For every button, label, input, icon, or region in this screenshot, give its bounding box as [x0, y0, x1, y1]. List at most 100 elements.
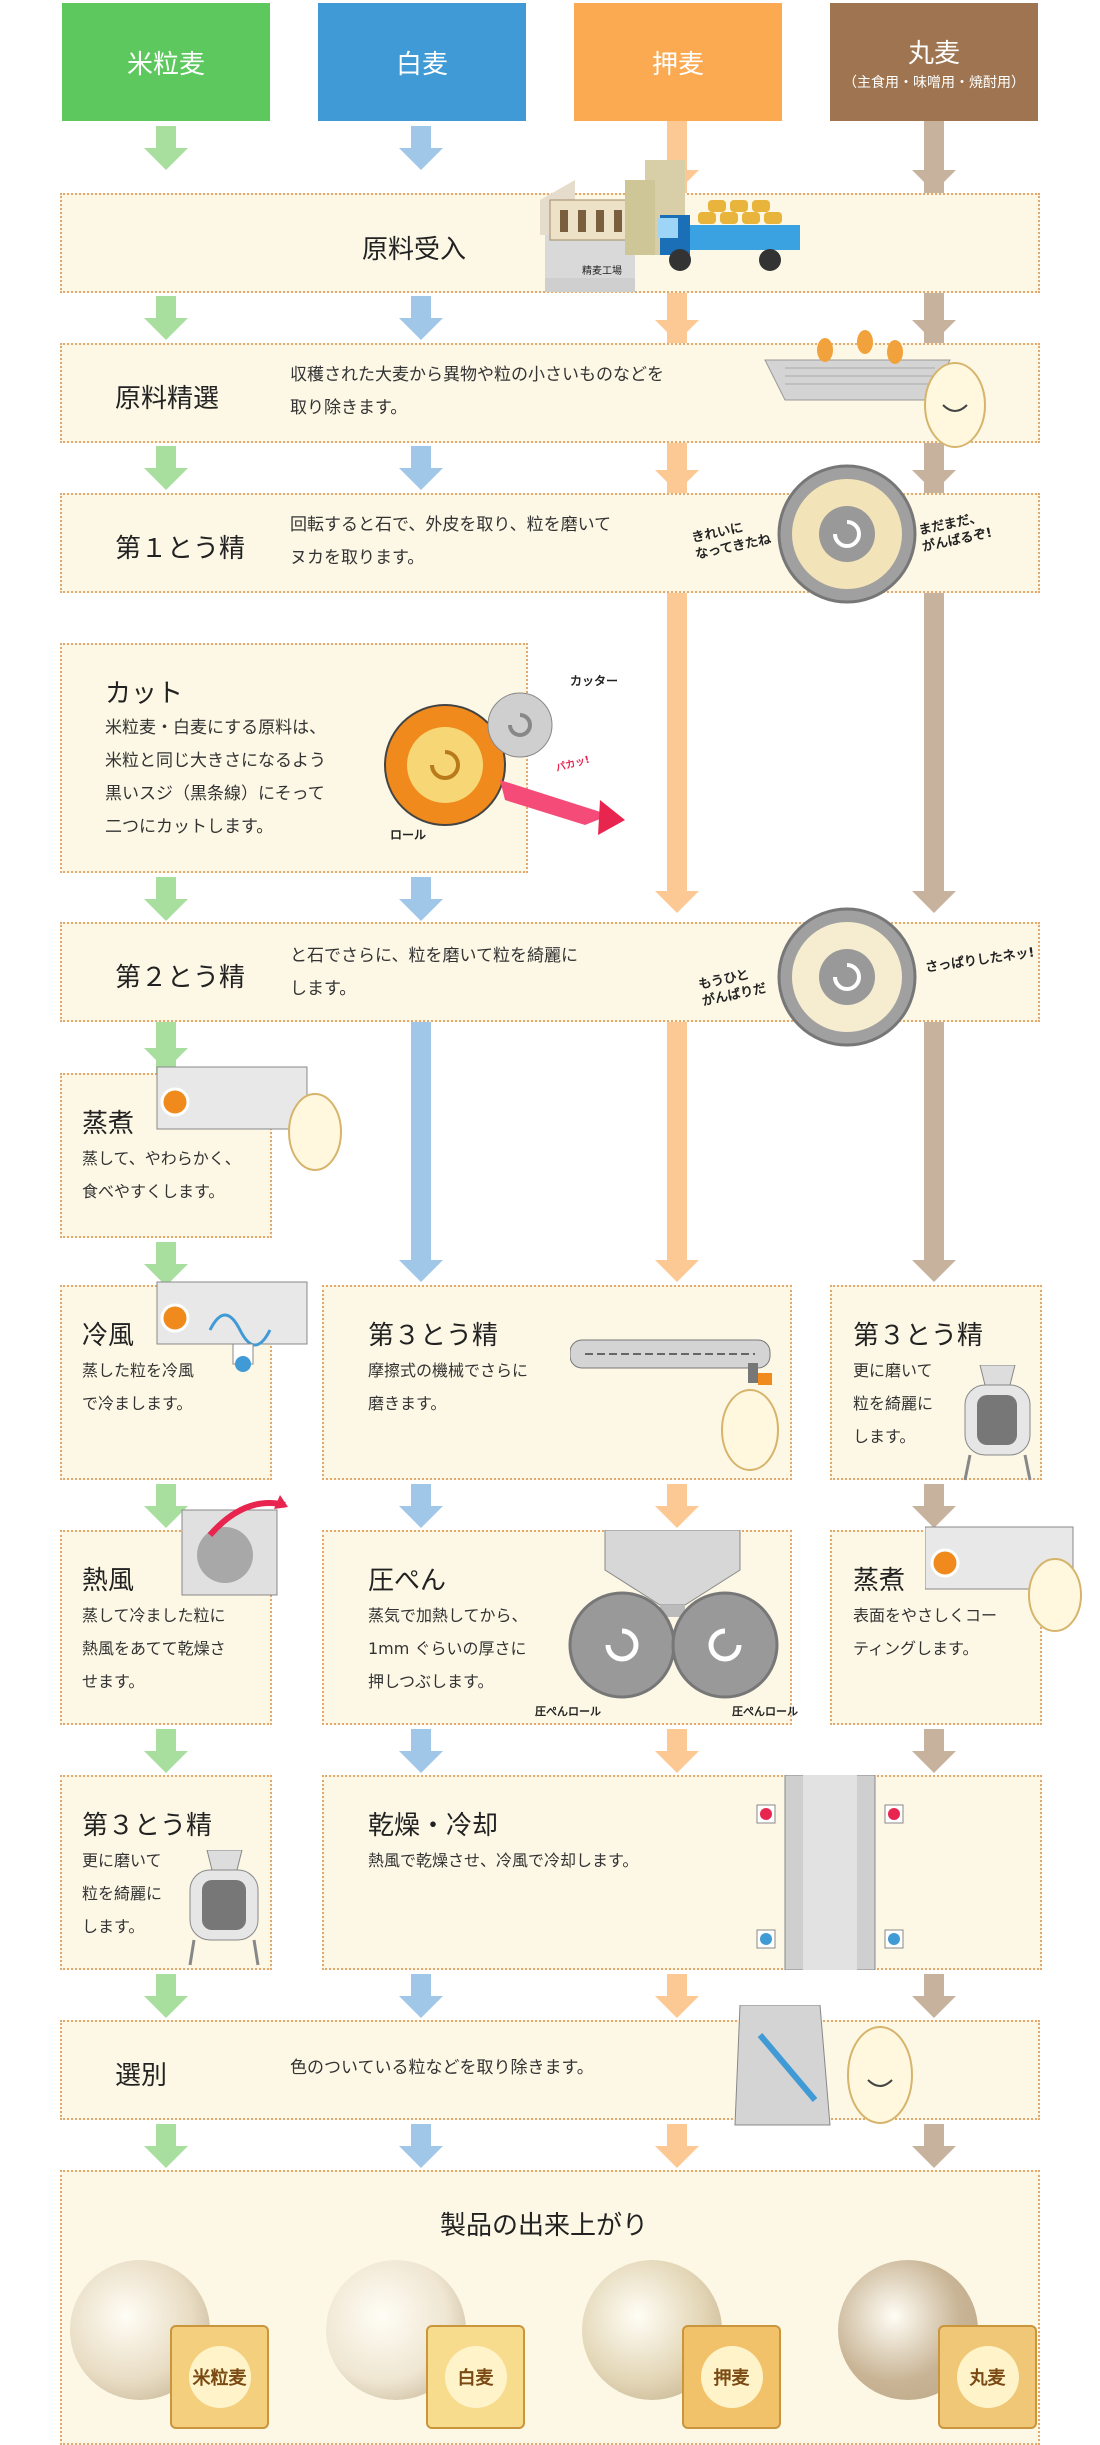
polish2-text: と石でさらに、粒を磨いて粒を綺麗に します。: [290, 946, 578, 999]
product-item: 米粒麦: [70, 2255, 300, 2445]
flow-arrow: [655, 1484, 699, 1528]
press-roll-right-label: 圧ぺんロール: [732, 1705, 798, 1718]
flow-arrow: [399, 1484, 443, 1528]
steamer-illustration: [156, 1066, 342, 1171]
product-row: 米粒麦 白麦 押麦 丸麦: [60, 2255, 1040, 2445]
cutter-label: カッター: [570, 674, 619, 688]
flow-arrow: [399, 1729, 443, 1773]
column-header-rice: 米粒麦: [62, 3, 270, 121]
column-header-round: 丸麦（主食用・味噌用・焼酎用）: [830, 3, 1038, 121]
flow-arrow: [144, 1729, 188, 1773]
product-title: 製品の出来上がり: [440, 2211, 649, 2241]
polish3-white-text: 摩擦式の機械でさらに 磨きます。: [368, 1361, 529, 1413]
flow-arrow: [144, 2124, 188, 2168]
flow-arrow: [912, 2124, 956, 2168]
flow-arrow: [655, 1729, 699, 1773]
polisher-illustration-2: [777, 907, 917, 1047]
product-item: 丸麦: [838, 2255, 1068, 2445]
friction-polisher-illustration: [570, 1339, 779, 1471]
sort-title: 選別: [115, 2061, 168, 2091]
steamer-round-illustration: [925, 1526, 1082, 1632]
flow-arrow: [144, 126, 188, 170]
flow-arrow: [912, 1729, 956, 1773]
product-bag: 白麦: [426, 2325, 525, 2429]
sieve-illustration: [764, 330, 986, 448]
press-title: 圧ぺん: [368, 1566, 447, 1596]
steam2-text: 表面をやさしくコー ティングします。: [853, 1606, 998, 1658]
polish3-round-title: 第３とう精: [853, 1321, 984, 1351]
polish3-white-title: 第３とう精: [368, 1321, 499, 1351]
flow-arrow: [399, 446, 443, 490]
press-roll-illustration: [568, 1530, 779, 1699]
product-bag-label: 丸麦: [956, 2346, 1019, 2408]
flow-arrow: [399, 2124, 443, 2168]
color-sorter-illustration: [734, 2005, 913, 2126]
product-item: 押麦: [582, 2255, 812, 2445]
flow-arrow: [655, 1974, 699, 2018]
product-bag-label: 押麦: [700, 2346, 763, 2408]
press-roll-left-label: 圧ぺんロール: [535, 1705, 601, 1718]
receive-title: 原料受入: [362, 235, 467, 265]
step-dry-cool: [322, 1775, 1042, 1970]
product-bag-label: 米粒麦: [188, 2346, 251, 2408]
cutter-illustration: [384, 692, 625, 835]
polish2-title: 第２とう精: [115, 963, 246, 993]
flow-arrow: [399, 296, 443, 340]
select-title: 原料精選: [115, 384, 220, 414]
flow-arrow-head: [655, 320, 699, 342]
steam2-title: 蒸煮: [853, 1566, 906, 1596]
cut-title: カット: [105, 679, 184, 709]
hotwind-text: 蒸して冷ました粒に 熱風をあてて乾燥さ せます。: [82, 1606, 226, 1691]
flow-arrow: [144, 296, 188, 340]
stone-polisher-rice-illustration: [188, 1850, 260, 1966]
flow-arrow: [144, 1974, 188, 2018]
flow-arrow: [144, 446, 188, 490]
flow-arrow: [399, 877, 443, 921]
select-text: 収穫された大麦から異物や粒の小さいものなどを 取り除きます。: [290, 365, 664, 418]
polish1-text: 回転すると石で、外皮を取り、粒を磨いて ヌカを取ります。: [290, 515, 612, 568]
sort-text: 色のついている粒などを取り除きます。: [290, 2058, 594, 2078]
polish3-rice-text: 更に磨いて 粒を綺麗に します。: [82, 1851, 163, 1936]
flow-arrow: [144, 1242, 188, 1286]
flow-arrow-head: [912, 170, 956, 192]
product-bag: 米粒麦: [170, 2325, 269, 2429]
factory-label: 精麦工場: [582, 266, 622, 277]
column-header-white: 白麦: [318, 3, 526, 121]
press-text: 蒸気で加熱してから、 1mm ぐらいの厚さに 押しつぶします。: [368, 1606, 528, 1691]
polish3-rice-title: 第３とう精: [82, 1811, 213, 1841]
roll-label: ロール: [390, 828, 427, 842]
product-bag-label: 白麦: [444, 2346, 507, 2408]
flow-arrow-head: [655, 470, 699, 492]
flow-arrow: [144, 1484, 188, 1528]
stone-polisher-illustration: [963, 1365, 1032, 1481]
flow-arrow: [144, 877, 188, 921]
product-item: 白麦: [326, 2255, 556, 2445]
product-bag: 押麦: [682, 2325, 781, 2429]
flow-arrow-head: [912, 470, 956, 492]
factory-truck-illustration: [540, 160, 800, 292]
flow-arrow: [399, 1974, 443, 2018]
drycool-title: 乾燥・冷却: [368, 1811, 499, 1841]
flow-arrow-head: [912, 320, 956, 342]
hotwind-title: 熱風: [82, 1566, 135, 1596]
dryer-illustration: [181, 1495, 288, 1596]
flow-arrow: [399, 126, 443, 170]
polish1-title: 第１とう精: [115, 534, 246, 564]
column-header-pressed: 押麦: [574, 3, 782, 121]
flow-arrow: [912, 1484, 956, 1528]
coolwind-title: 冷風: [82, 1321, 135, 1351]
flow-arrow: [144, 1026, 188, 1070]
polish3-round-text: 更に磨いて 粒を綺麗に します。: [853, 1361, 934, 1446]
step-polish3-white: [322, 1285, 792, 1480]
steam1-text: 蒸して、やわらかく、 食べやすくします。: [82, 1149, 241, 1201]
coolwind-text: 蒸した粒を冷風 で冷まします。: [82, 1361, 195, 1413]
dry-cool-tower-illustration: [756, 1775, 904, 1970]
product-bag: 丸麦: [938, 2325, 1037, 2429]
polisher-illustration-1: [777, 464, 917, 604]
flow-arrow: [655, 2124, 699, 2168]
cut-text: 米粒麦・白麦にする原料は、 米粒と同じ大きさになるよう 黒いスジ（黒条線）にそっ…: [105, 718, 327, 837]
drycool-text: 熱風で乾燥させ、冷風で冷却します。: [368, 1851, 639, 1870]
steam1-title: 蒸煮: [82, 1109, 135, 1139]
flow-arrow: [912, 1974, 956, 2018]
